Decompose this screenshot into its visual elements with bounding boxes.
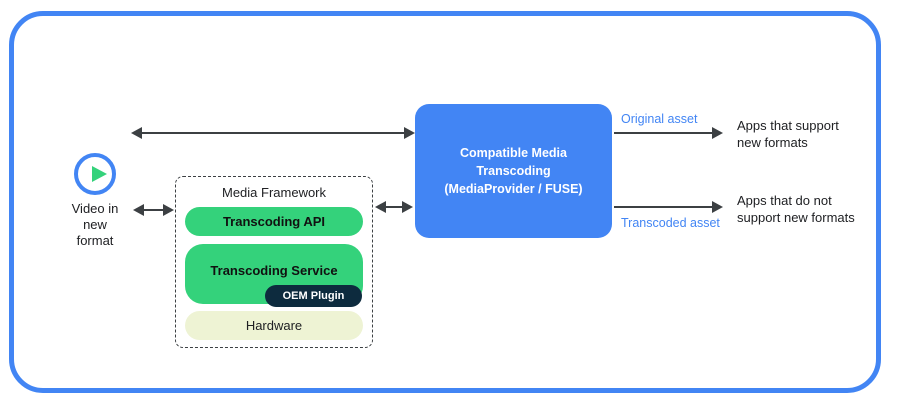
connector-transcoded-asset-head	[712, 201, 723, 213]
original-asset-label: Original asset	[621, 112, 698, 126]
connector-video-to-transcoder-head-right	[404, 127, 415, 139]
media-framework-title: Media Framework	[221, 185, 327, 200]
media-framework-container	[175, 176, 373, 348]
apps-supporting-label-line1: Apps that support	[737, 118, 839, 133]
apps-nonsupporting-label-line2: support new formats	[737, 210, 855, 225]
connector-transcoded-asset-line	[614, 206, 717, 208]
layer-transcoding-api: Transcoding API	[185, 207, 363, 236]
connector-framework-to-transcoder-line	[385, 206, 406, 208]
play-circle-icon	[74, 153, 116, 195]
cmt-line2: Transcoding	[476, 164, 551, 178]
apps-nonsupporting-label-line1: Apps that do not	[737, 193, 832, 208]
transcoded-asset-label: Transcoded asset	[621, 216, 720, 230]
apps-supporting-label: Apps that support new formats	[737, 117, 839, 151]
connector-framework-to-transcoder-head-right	[402, 201, 413, 213]
play-triangle-icon	[92, 166, 107, 182]
video-source-label-line1: Video in	[71, 201, 119, 216]
video-source-label: Video in new format	[45, 201, 145, 249]
cmt-line3: (MediaProvider / FUSE)	[444, 182, 583, 196]
connector-original-asset-line	[614, 132, 717, 134]
apps-supporting-label-line2: new formats	[737, 135, 808, 150]
connector-video-to-transcoder-head-left	[131, 127, 142, 139]
layer-hardware: Hardware	[185, 311, 363, 340]
video-source-label-line2: new	[83, 217, 107, 232]
connector-framework-to-transcoder-head-left	[375, 201, 386, 213]
connector-video-to-transcoder-line	[142, 132, 407, 134]
connector-video-to-framework-head-right	[163, 204, 174, 216]
apps-nonsupporting-label: Apps that do not support new formats	[737, 192, 855, 226]
cmt-line1: Compatible Media	[460, 146, 567, 160]
connector-original-asset-head	[712, 127, 723, 139]
oem-plugin-badge: OEM Plugin	[265, 285, 362, 307]
connector-video-to-framework-head-left	[133, 204, 144, 216]
compatible-media-transcoding-box: Compatible Media Transcoding (MediaProvi…	[415, 104, 612, 238]
video-source-label-line3: format	[76, 233, 114, 248]
connector-video-to-framework-line	[144, 209, 167, 211]
